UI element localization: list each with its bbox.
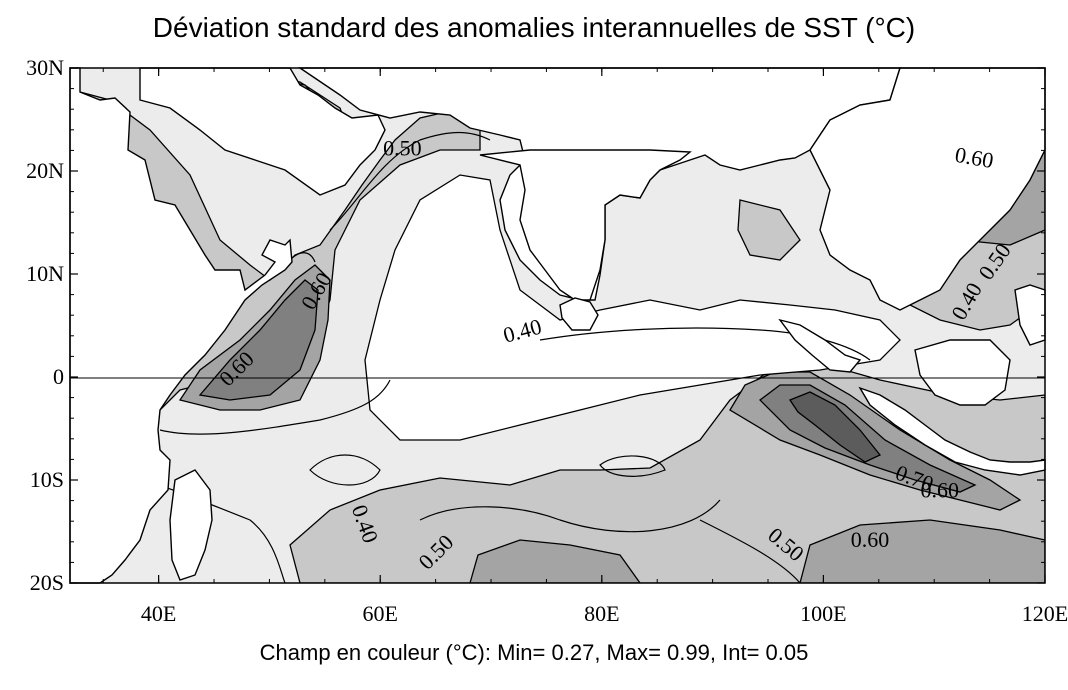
axis-ticks: 40E 60E 80E 100E 120E 30N 20N 10N 0 10S 20S <box>26 55 1068 626</box>
band-060-south-east <box>799 519 1045 583</box>
figure-caption: Champ en couleur (°C): Min= 0.27, Max= 0… <box>259 640 809 665</box>
x-tick-label: 80E <box>584 601 619 626</box>
contour-line <box>159 379 391 435</box>
y-tick-label: 10N <box>26 261 64 286</box>
y-tick-label: 30N <box>26 55 64 80</box>
contour-label: 0.60 <box>851 527 890 552</box>
contour-line <box>539 327 871 361</box>
y-tick-label: 20N <box>26 158 64 183</box>
land-africa <box>69 67 293 584</box>
contour-line <box>419 499 721 533</box>
x-tick-label: 100E <box>800 601 846 626</box>
land-srilanka <box>559 297 599 331</box>
land-masses <box>69 67 1046 584</box>
y-tick-label: 10S <box>30 467 64 492</box>
band-050-bengal <box>737 199 801 261</box>
contour-line <box>699 519 801 583</box>
x-tick-label: 120E <box>1022 601 1068 626</box>
land-indochina <box>809 67 1046 311</box>
x-tick-label: 60E <box>363 601 398 626</box>
land-sumatra-java <box>858 386 1046 476</box>
contour-line <box>599 455 666 477</box>
band-070-somali <box>198 279 319 401</box>
contour-line <box>289 252 316 263</box>
contour-label: 0.50 <box>383 136 422 161</box>
y-tick-label: 0 <box>53 364 64 389</box>
band-lt040-central <box>364 174 901 441</box>
land-arabia <box>139 67 386 196</box>
contour-line <box>309 454 381 486</box>
x-tick-label: 40E <box>141 601 176 626</box>
y-tick-label: 20S <box>30 570 64 595</box>
land-malaysia <box>778 318 862 373</box>
contour-label: 0.60 <box>920 478 959 503</box>
band-060-south-west <box>469 539 641 583</box>
contour-line <box>329 131 491 231</box>
land-madagascar <box>169 469 213 581</box>
band-080-indonesia <box>789 391 882 463</box>
page-title: Déviation standard des anomalies interan… <box>152 12 916 43</box>
land-india <box>479 149 692 301</box>
land-borneo <box>914 339 1011 406</box>
plot-frame-inner <box>69 67 1046 584</box>
